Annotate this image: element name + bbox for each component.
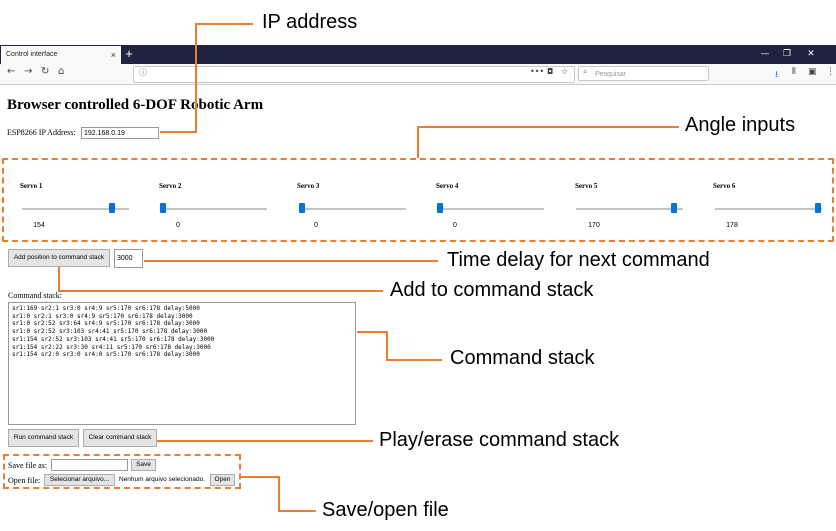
delay-input[interactable] <box>114 249 143 268</box>
close-window-icon[interactable]: ✕ <box>807 49 815 59</box>
servo-4-label: Servo 4 <box>436 182 459 190</box>
tab-bar <box>0 45 836 64</box>
servo-3-slider-thumb[interactable] <box>299 203 305 213</box>
new-tab-button[interactable]: + <box>125 46 133 61</box>
save-filename-input[interactable] <box>51 459 128 471</box>
download-icon[interactable]: ⭳ <box>775 70 779 80</box>
ip-connector-vertical <box>195 23 197 132</box>
no-file-text: Nenhum arquivo selecionado. <box>119 476 205 483</box>
page-actions-icon[interactable]: ••• <box>530 67 545 76</box>
bookmark-star-icon[interactable]: ☆ <box>561 67 569 76</box>
servo-4-slider-thumb[interactable] <box>437 203 443 213</box>
add-connector-vertical <box>58 267 60 292</box>
restore-icon[interactable]: ❐ <box>782 49 792 59</box>
menu-icon[interactable]: ⋮ <box>826 67 835 77</box>
annotation-save-open: Save/open file <box>322 499 449 521</box>
angle-inputs-highlight <box>2 158 834 242</box>
servo-5-slider-thumb[interactable] <box>671 203 677 213</box>
pocket-icon[interactable]: ◘ <box>547 67 554 76</box>
close-tab-icon[interactable]: × <box>110 50 116 60</box>
annotation-play-erase: Play/erase command stack <box>379 429 620 451</box>
choose-file-button[interactable]: Selecionar arquivo... <box>44 474 115 486</box>
servo-6-slider[interactable] <box>715 208 822 210</box>
servo-4-value: 0 <box>453 222 457 229</box>
annotation-command-stack: Command stack <box>450 347 595 369</box>
servo-6-slider-thumb[interactable] <box>815 203 821 213</box>
servo-3-slider[interactable] <box>299 208 406 210</box>
reload-icon[interactable]: ↻ <box>41 66 50 77</box>
tab-title: Control interface <box>6 51 58 58</box>
save-file-label: Save file as: <box>8 461 48 470</box>
minimize-icon[interactable]: — <box>760 49 770 59</box>
servo-1-label: Servo 1 <box>20 182 43 190</box>
save-connector-c <box>278 510 316 512</box>
servo-6-value: 178 <box>726 222 738 229</box>
servo-3-label: Servo 3 <box>297 182 320 190</box>
servo-3-value: 0 <box>314 222 318 229</box>
servo-6-label: Servo 6 <box>713 182 736 190</box>
home-icon[interactable]: ⌂ <box>58 66 65 77</box>
ip-address-input[interactable] <box>81 127 159 139</box>
open-button[interactable]: Open <box>210 474 235 486</box>
servo-2-value: 0 <box>176 222 180 229</box>
forward-icon[interactable]: → <box>24 66 33 77</box>
sidebar-icon[interactable]: ▣ <box>808 67 817 77</box>
search-icon: ⌕ <box>583 67 588 76</box>
servo-2-slider[interactable] <box>160 208 267 210</box>
annotation-angle-inputs: Angle inputs <box>685 114 796 136</box>
angle-connector-vertical <box>417 126 419 158</box>
angle-connector-horizontal <box>417 126 679 128</box>
stack-connector-a <box>357 331 387 333</box>
search-input[interactable]: Pesquisar <box>578 66 709 81</box>
save-connector-a <box>241 476 279 478</box>
library-icon[interactable]: ⫴ <box>792 67 796 77</box>
play-erase-connector <box>157 440 373 442</box>
servo-1-value: 154 <box>33 222 45 229</box>
add-connector-horizontal <box>58 290 383 292</box>
annotation-ip-address: IP address <box>262 11 358 33</box>
servo-1-slider[interactable] <box>22 208 129 210</box>
back-icon[interactable]: ← <box>7 66 16 77</box>
delay-connector <box>144 260 438 262</box>
save-connector-b <box>278 476 280 511</box>
command-stack-label: Command stack: <box>8 291 62 300</box>
annotation-time-delay: Time delay for next command <box>447 249 710 271</box>
clear-command-stack-button[interactable]: Clear command stack <box>83 429 157 447</box>
servo-2-slider-thumb[interactable] <box>160 203 166 213</box>
save-open-highlight <box>3 454 241 489</box>
save-button[interactable]: Save <box>131 459 156 471</box>
browser-tab[interactable]: Control interface × <box>1 46 121 64</box>
add-position-button[interactable]: Add position to command stack <box>8 249 110 267</box>
stack-connector-c <box>386 359 442 361</box>
servo-5-label: Servo 5 <box>575 182 598 190</box>
servo-5-slider[interactable] <box>576 208 683 210</box>
ip-connector-horizontal <box>195 23 253 25</box>
info-icon[interactable]: ⓘ <box>139 68 147 77</box>
servo-4-slider[interactable] <box>437 208 544 210</box>
servo-5-value: 170 <box>588 222 600 229</box>
servo-2-label: Servo 2 <box>159 182 182 190</box>
annotation-add-to-stack: Add to command stack <box>390 279 594 301</box>
ip-label: ESP8266 IP Address: <box>7 128 76 137</box>
run-command-stack-button[interactable]: Run command stack <box>8 429 79 447</box>
stack-connector-b <box>386 331 388 360</box>
command-stack-textarea[interactable]: sr1:169 sr2:1 sr3:0 sr4:9 sr5:170 sr6:17… <box>8 302 356 425</box>
ip-connector-stub <box>160 131 197 133</box>
open-file-label: Open file: <box>8 476 41 485</box>
page-title: Browser controlled 6-DOF Robotic Arm <box>7 97 264 113</box>
url-input[interactable] <box>133 66 575 83</box>
servo-1-slider-thumb[interactable] <box>109 203 115 213</box>
